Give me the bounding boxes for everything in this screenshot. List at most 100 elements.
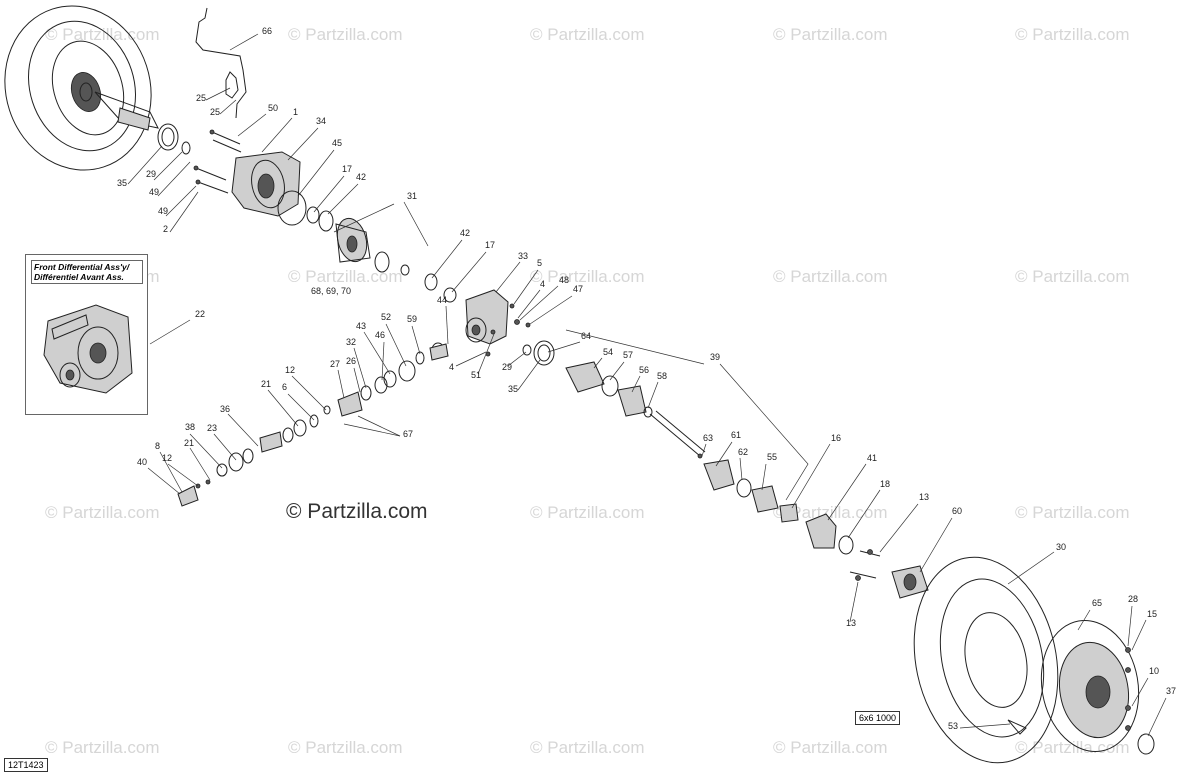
callout-35: 35 [117,178,127,188]
callout-68-69-70: 68, 69, 70 [311,286,351,296]
callout-5: 5 [537,258,542,268]
callout-34: 34 [316,116,326,126]
callout-17: 17 [342,164,352,174]
callout-29: 29 [502,362,512,372]
callout-63: 63 [703,433,713,443]
callout-42: 42 [460,228,470,238]
inset-title: Front Differential Ass'y/ Différentiel A… [31,260,143,284]
callout-31: 31 [407,191,417,201]
o-ring-45 [277,190,307,226]
callout-13: 13 [919,492,929,502]
callout-25: 25 [210,107,220,117]
upper-tire [4,5,152,171]
watermark-text: © Partzilla.com [530,267,645,286]
callout-47: 47 [573,284,583,294]
callout-22: 22 [195,309,205,319]
watermark-text: © Partzilla.com [773,503,888,522]
diagram-code: 12T1423 [4,758,48,772]
callout-17: 17 [485,240,495,250]
callout-12: 12 [162,453,172,463]
upper-left-wheel-assembly [4,5,159,171]
callout-32: 32 [346,337,356,347]
callout-56: 56 [639,365,649,375]
callout-12: 12 [285,365,295,375]
watermark-text: © Partzilla.com [1015,503,1130,522]
seal-35 [157,123,179,151]
callout-26: 26 [346,356,356,366]
callout-2: 2 [163,224,168,234]
callout-59: 59 [407,314,417,324]
callout-21: 21 [261,379,271,389]
callout-29: 29 [146,169,156,179]
callout-54: 54 [603,347,613,357]
lower-tire [913,556,1059,764]
callout-67: 67 [403,429,413,439]
callout-36: 36 [220,404,230,414]
inset-title-line2: Différentiel Avant Ass. [34,272,124,282]
watermark-text: © Partzilla.com [45,503,160,522]
watermark-text: © Partzilla.com [1015,267,1130,286]
callout-53: 53 [948,721,958,731]
upper-wheel-rim [51,40,125,136]
watermark-text: © Partzilla.com [288,738,403,757]
callout-65: 65 [1092,598,1102,608]
callout-27: 27 [330,359,340,369]
seal-35-right [533,340,555,366]
axle-shaft-assembly [565,361,799,523]
watermark-text: © Partzilla.com [773,738,888,757]
leader-lines [127,33,1167,737]
callout-1: 1 [293,107,298,117]
callout-25: 25 [196,93,206,103]
ring-gear-assembly [335,217,371,263]
watermark-text: © Partzilla.com [773,25,888,44]
differential-cover [465,289,509,345]
pinion-shaft-parts [177,342,449,507]
callout-44: 44 [437,295,447,305]
callout-10: 10 [1149,666,1159,676]
watermark-text: © Partzilla.com [530,503,645,522]
callout-15: 15 [1147,609,1157,619]
callout-62: 62 [738,447,748,457]
callout-39: 39 [710,352,720,362]
watermark-text: © Partzilla.com [530,738,645,757]
callout-37: 37 [1166,686,1176,696]
inset-title-line1: Front Differential Ass'y/ [34,262,130,272]
callout-57: 57 [623,350,633,360]
front-differential-drawing [43,304,133,394]
callout-30: 30 [1056,542,1066,552]
callout-64: 64 [581,331,591,341]
callout-42: 42 [356,172,366,182]
callout-50: 50 [268,103,278,113]
callout-49: 49 [149,187,159,197]
lower-wheel-rim [1040,619,1140,753]
watermark-text: © Partzilla.com [1015,738,1130,757]
callout-13: 13 [846,618,856,628]
callout-6: 6 [282,382,287,392]
callout-48: 48 [559,275,569,285]
callout-41: 41 [867,453,877,463]
callout-8: 8 [155,441,160,451]
callout-51: 51 [471,370,481,380]
watermark-text: © Partzilla.com [288,267,403,286]
callout-61: 61 [731,430,741,440]
main-watermark: © Partzilla.com [286,500,428,523]
ring-29 [181,141,191,155]
callout-58: 58 [657,371,667,381]
watermark-text: © Partzilla.com [1015,25,1130,44]
front-differential-inset: Front Differential Ass'y/ Différentiel A… [25,254,148,415]
callout-46: 46 [375,330,385,340]
callout-28: 28 [1128,594,1138,604]
watermark-text: © Partzilla.com [288,25,403,44]
callout-4: 4 [449,362,454,372]
callout-38: 38 [185,422,195,432]
callout-33: 33 [518,251,528,261]
model-label: 6x6 1000 [855,711,901,725]
callout-23: 23 [207,423,217,433]
callout-43: 43 [356,321,366,331]
knuckle-and-hub [805,513,929,599]
watermark-text: © Partzilla.com [45,738,160,757]
watermark-text: © Partzilla.com [530,25,645,44]
callout-35: 35 [508,384,518,394]
